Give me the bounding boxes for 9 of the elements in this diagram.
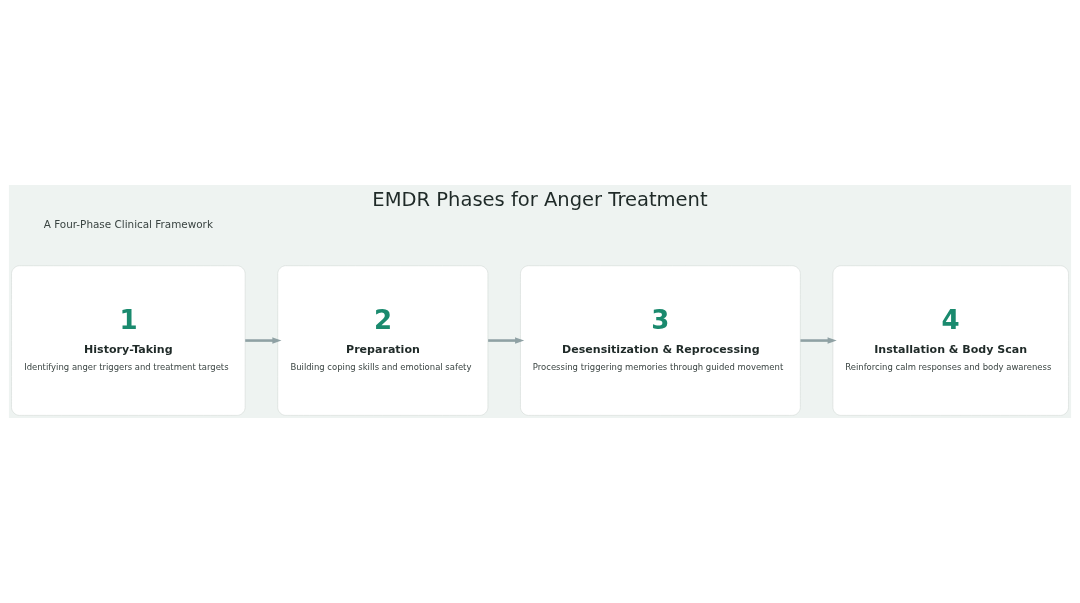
diagram-title: EMDR Phases for Anger Treatment <box>372 187 708 211</box>
label: A Four-Phase Clinical Framework <box>43 218 213 231</box>
node-box: 2 Preparation Building coping skills and emotional safety <box>277 265 489 416</box>
node-box: 1 History-Taking Identifying anger triggers and treatment targets <box>11 265 246 416</box>
node-box: 3 Desensitization & Reprocessing Processing triggering memories through guided movement <box>520 265 801 416</box>
arrow <box>245 337 282 344</box>
arrow <box>800 337 837 344</box>
arrow <box>488 337 525 344</box>
node-box: 4 Installation & Body Scan Reinforcing calm responses and body awareness <box>832 265 1069 416</box>
